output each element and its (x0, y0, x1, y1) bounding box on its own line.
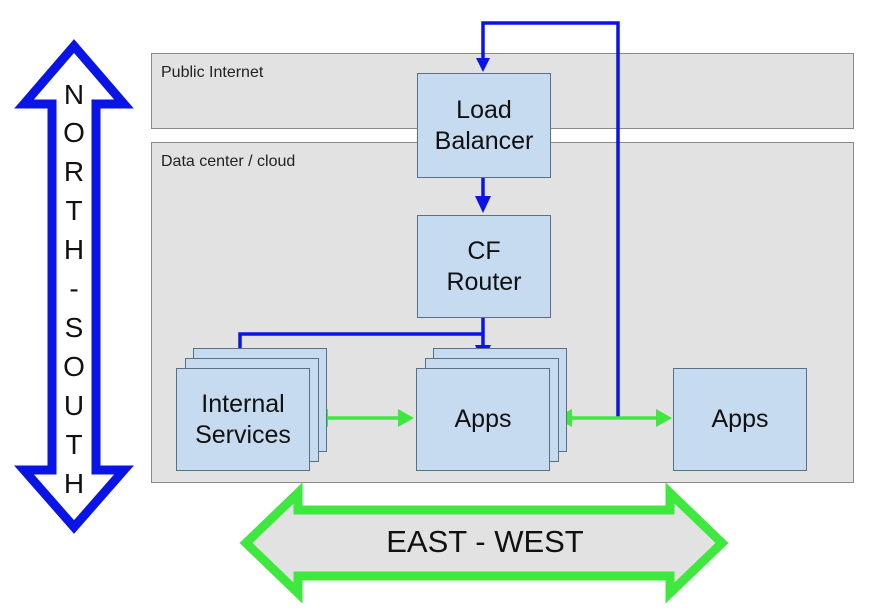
ns-letter: N (63, 79, 85, 110)
router-to-internal-line (238, 332, 483, 350)
apps-center-label: Apps (454, 405, 512, 433)
ns-letter: H (63, 468, 85, 499)
internal-services-node: Internal Services (176, 368, 310, 471)
lb-to-router-arrowhead (475, 196, 491, 213)
ns-letter: O (63, 117, 85, 148)
ns-letter: - (69, 273, 79, 304)
ns-letter: T (65, 195, 83, 226)
internal-services-label-line-2: Services (195, 420, 291, 449)
apps-right-label: Apps (711, 405, 769, 433)
north-south-arrow (14, 39, 134, 534)
ns-letter: O (63, 351, 85, 382)
internal-services-label-line-1: Internal (201, 389, 285, 418)
ns-letter: R (63, 156, 85, 187)
public-internet-label: Public Internet (161, 64, 264, 81)
return-line-to-load-balancer (481, 21, 620, 418)
east-west-arrow (239, 482, 729, 604)
data-center-label: Data center / cloud (161, 153, 296, 170)
apps-right-node: Apps (673, 368, 807, 471)
cf-router-node: CF Router (417, 215, 551, 318)
load-balancer-label-line-1: Load (456, 95, 512, 124)
apps-apps-arrowhead-right (656, 409, 672, 427)
ns-letter: U (63, 390, 85, 421)
load-balancer-label-line-2: Balancer (434, 126, 534, 155)
ns-letter: H (63, 234, 85, 265)
internal-apps-arrowhead-right (398, 409, 414, 427)
east-west-label: EAST - WEST (386, 524, 584, 559)
ns-letter: S (64, 312, 84, 343)
cf-router-label-line-1: CF (467, 236, 501, 265)
cf-router-label-line-2: Router (446, 267, 522, 296)
apps-center-node: Apps (416, 368, 550, 471)
ns-letter: T (65, 429, 83, 460)
load-balancer-node: Load Balancer (417, 73, 551, 178)
arrowhead-into-load-balancer (476, 58, 490, 72)
